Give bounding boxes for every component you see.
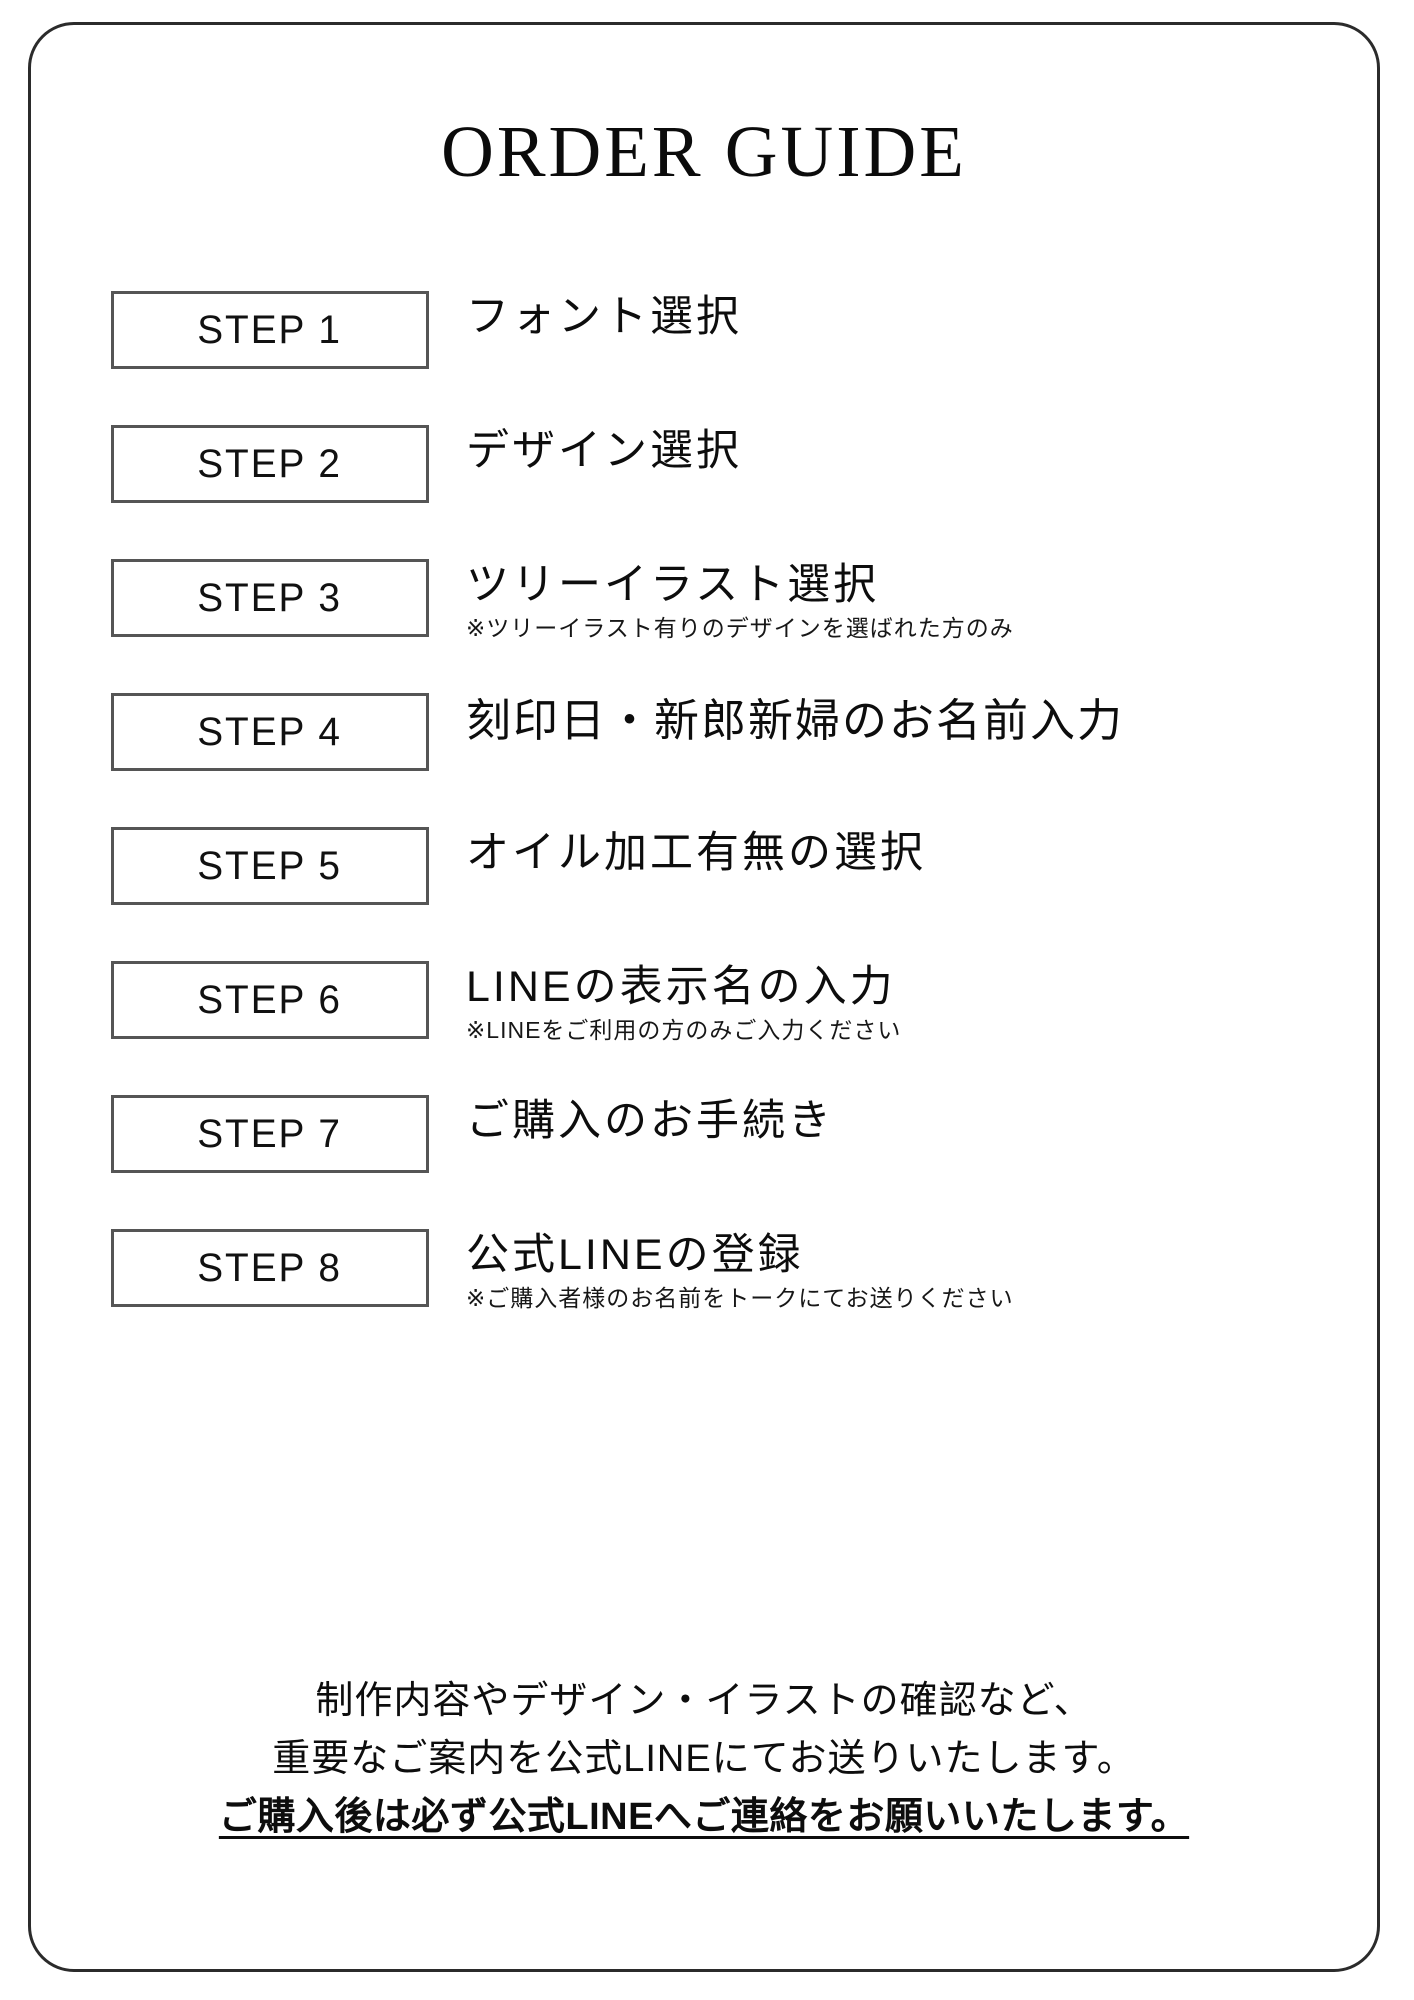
step-title: デザイン選択 <box>466 427 742 475</box>
step-badge-1: STEP 1 <box>111 291 429 369</box>
step-badge-3: STEP 3 <box>111 559 429 637</box>
step-row: STEP 3 ツリーイラスト選択 ※ツリーイラスト有りのデザインを選ばれた方のみ <box>31 559 1377 693</box>
step-description-3: ツリーイラスト選択 ※ツリーイラスト有りのデザインを選ばれた方のみ <box>466 559 1337 642</box>
step-description-8: 公式LINEの登録 ※ご購入者様のお名前をトークにてお送りください <box>466 1229 1337 1312</box>
step-title: ご購入のお手続き <box>466 1097 834 1145</box>
page-title: ORDER GUIDE <box>441 111 967 192</box>
step-badge-4: STEP 4 <box>111 693 429 771</box>
step-badge-6: STEP 6 <box>111 961 429 1039</box>
step-row: STEP 6 LINEの表示名の入力 ※LINEをご利用の方のみご入力ください <box>31 961 1377 1095</box>
step-row: STEP 7 ご購入のお手続き <box>31 1095 1377 1229</box>
step-title: 刻印日・新郎新婦のお名前入力 <box>466 695 1125 746</box>
step-note: ※ご購入者様のお名前をトークにてお送りください <box>466 1284 1014 1311</box>
step-badge-2: STEP 2 <box>111 425 429 503</box>
step-badge-label: STEP 6 <box>197 978 343 1022</box>
footer-notice: 制作内容やデザイン・イラストの確認など、 重要なご案内を公式LINEにてお送りい… <box>31 1673 1377 1846</box>
step-badge-label: STEP 8 <box>197 1246 343 1290</box>
step-note: ※ツリーイラスト有りのデザインを選ばれた方のみ <box>466 614 1014 641</box>
step-row: STEP 1 フォント選択 <box>31 291 1377 425</box>
step-title: LINEの表示名の入力 <box>466 963 896 1011</box>
step-badge-8: STEP 8 <box>111 1229 429 1307</box>
step-badge-label: STEP 1 <box>197 308 343 352</box>
step-row: STEP 4 刻印日・新郎新婦のお名前入力 <box>31 693 1377 827</box>
step-title: ツリーイラスト選択 <box>466 561 880 609</box>
step-badge-label: STEP 5 <box>197 844 343 888</box>
step-title: オイル加工有無の選択 <box>466 829 926 877</box>
step-badge-label: STEP 3 <box>197 576 343 620</box>
step-badge-5: STEP 5 <box>111 827 429 905</box>
step-description-1: フォント選択 <box>466 291 1337 345</box>
step-row: STEP 5 オイル加工有無の選択 <box>31 827 1377 961</box>
step-title: フォント選択 <box>466 293 742 341</box>
step-row: STEP 8 公式LINEの登録 ※ご購入者様のお名前をトークにてお送りください <box>31 1229 1377 1363</box>
step-description-6: LINEの表示名の入力 ※LINEをご利用の方のみご入力ください <box>466 961 1337 1044</box>
footer-line-1: 制作内容やデザイン・イラストの確認など、 <box>315 1680 1093 1722</box>
step-badge-7: STEP 7 <box>111 1095 429 1173</box>
step-note: ※LINEをご利用の方のみご入力ください <box>466 1016 902 1043</box>
step-list: STEP 1 フォント選択 STEP 2 デザイン選択 STEP 3 ツリーイラ… <box>31 291 1377 1363</box>
step-description-5: オイル加工有無の選択 <box>466 827 1337 881</box>
step-row: STEP 2 デザイン選択 <box>31 425 1377 559</box>
step-badge-label: STEP 2 <box>197 442 343 486</box>
step-description-7: ご購入のお手続き <box>466 1095 1337 1149</box>
footer-line-3-emphasis: ご購入後は必ず公式LINEへご連絡をお願いいたします。 <box>218 1795 1190 1838</box>
step-title: 公式LINEの登録 <box>466 1231 804 1279</box>
order-guide-card: ORDER GUIDE STEP 1 フォント選択 STEP 2 デザイン選択 … <box>28 22 1380 1972</box>
footer-line-2: 重要なご案内を公式LINEにてお送りいたします。 <box>272 1737 1136 1780</box>
step-description-2: デザイン選択 <box>466 425 1337 479</box>
step-badge-label: STEP 4 <box>197 710 343 754</box>
step-description-4: 刻印日・新郎新婦のお名前入力 <box>466 693 1337 749</box>
step-badge-label: STEP 7 <box>197 1112 343 1156</box>
